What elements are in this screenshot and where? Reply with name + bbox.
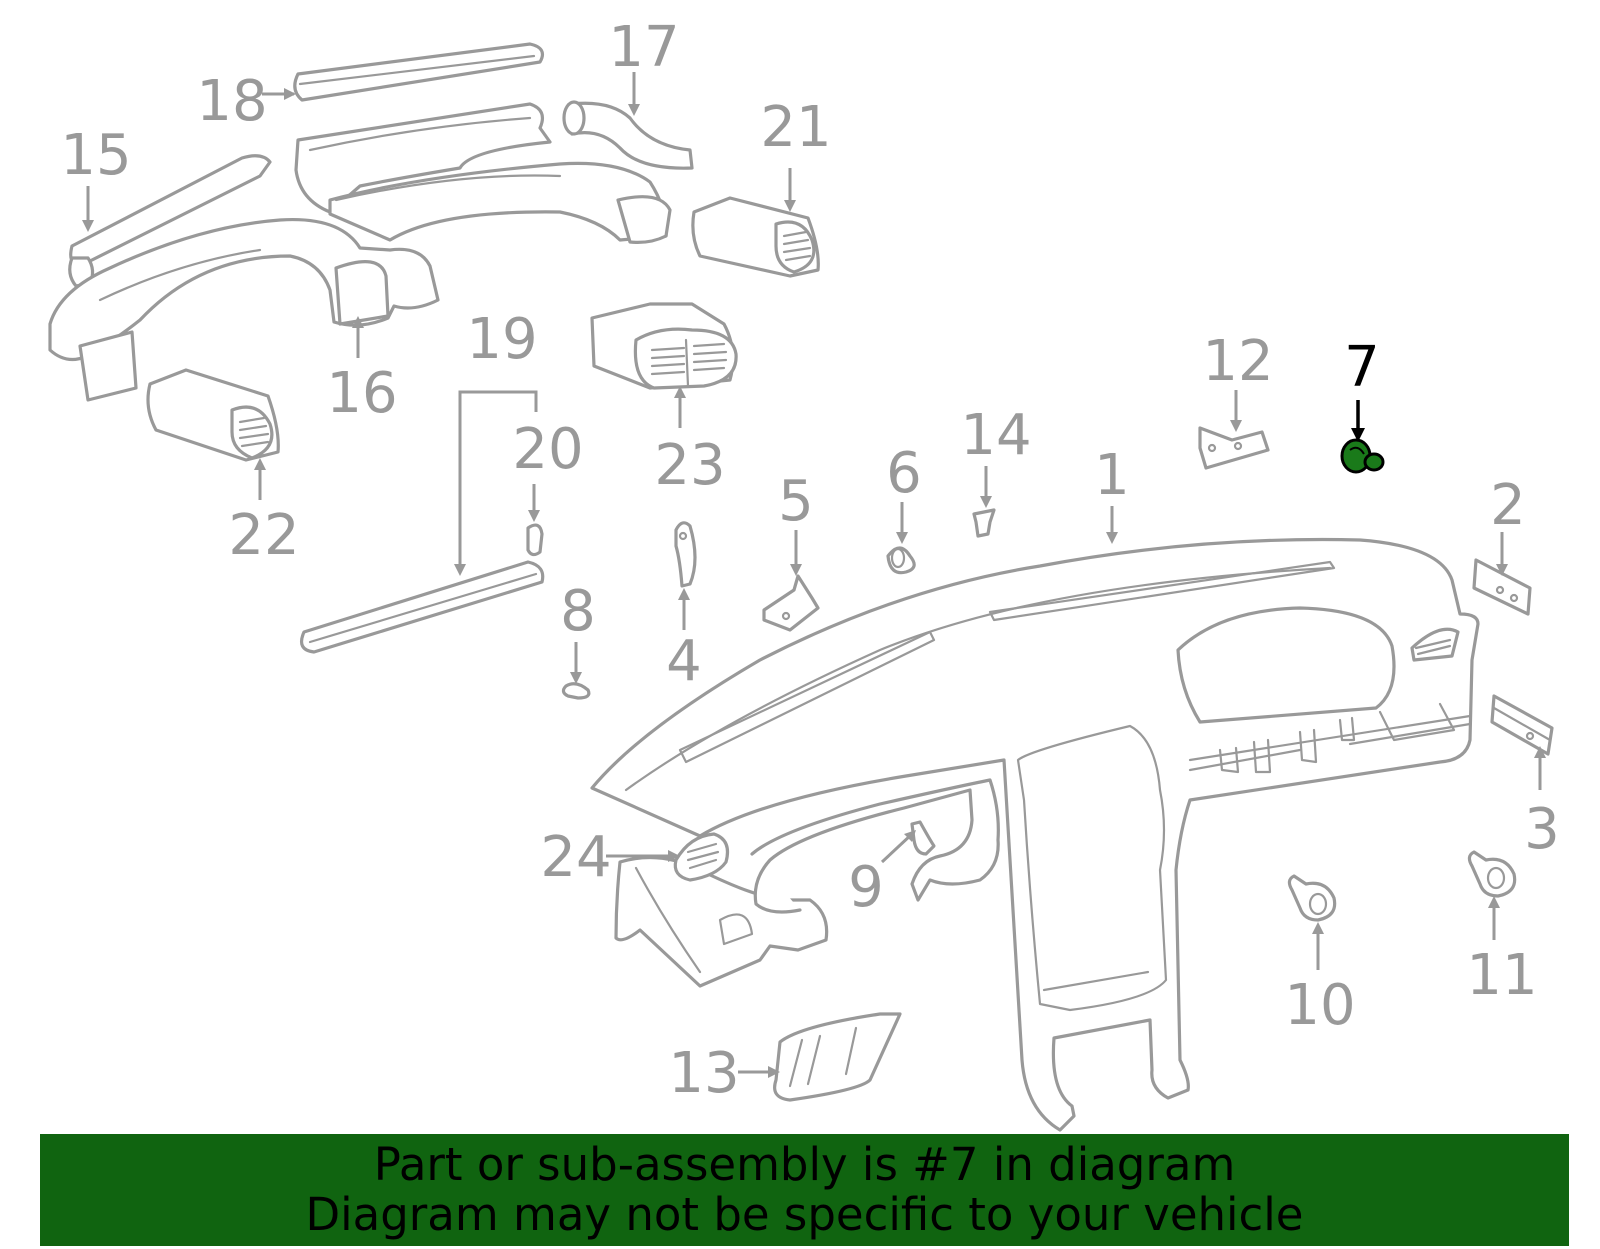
callout-19: 19 [466,307,537,372]
part-5[interactable] [762,574,820,632]
part-9[interactable] [910,820,936,856]
callout-labels: 1 2 3 4 5 6 7 8 9 10 11 12 13 14 15 16 1… [60,15,1559,1106]
callout-9: 9 [848,855,884,920]
part-7-highlighted[interactable] [1340,438,1385,474]
part-1-instrument-panel[interactable] [590,537,1480,1132]
callout-6: 6 [886,441,922,506]
part-10[interactable] [1287,874,1337,922]
part-12[interactable] [1198,426,1270,470]
part-17[interactable] [562,100,694,170]
callout-5: 5 [778,469,814,534]
callout-1: 1 [1094,443,1130,508]
duct-assembly[interactable] [294,102,672,244]
callout-24: 24 [540,825,611,890]
part-24[interactable] [673,832,730,882]
callout-7: 7 [1344,335,1380,400]
part-14[interactable] [972,508,996,538]
callout-12: 12 [1202,329,1273,394]
callout-14: 14 [960,403,1031,468]
part-22[interactable] [146,368,280,462]
callout-8: 8 [560,579,596,644]
part-19[interactable] [300,560,545,654]
callout-16: 16 [326,361,397,426]
info-banner: Part or sub-assembly is #7 in diagram Di… [40,1134,1569,1246]
callout-13: 13 [668,1041,739,1106]
callout-4: 4 [666,629,702,694]
callout-10: 10 [1284,973,1355,1038]
part-4[interactable] [674,521,697,588]
callout-22: 22 [228,503,299,568]
part-20[interactable] [526,523,544,557]
banner-line-2: Diagram may not be specific to your vehi… [305,1188,1304,1241]
callout-17: 17 [608,15,679,80]
part-2[interactable] [1472,558,1532,616]
part-11[interactable] [1467,850,1517,898]
leader-lines [82,72,1546,1078]
callout-11: 11 [1466,943,1537,1008]
callout-21: 21 [760,95,831,160]
part-3[interactable] [1490,694,1554,756]
part-6[interactable] [886,546,916,575]
callout-20: 20 [512,417,583,482]
callout-15: 15 [60,123,131,188]
callout-2: 2 [1490,473,1526,538]
part-8[interactable] [561,682,591,700]
part-21[interactable] [691,196,820,278]
part-16[interactable] [48,217,440,402]
part-13[interactable] [773,1012,902,1102]
callout-18: 18 [196,69,267,134]
callout-23: 23 [654,433,725,498]
callout-3: 3 [1524,797,1560,862]
part-18[interactable] [293,42,544,102]
part-23[interactable] [590,302,738,390]
banner-line-1: Part or sub-assembly is #7 in diagram [373,1138,1236,1191]
